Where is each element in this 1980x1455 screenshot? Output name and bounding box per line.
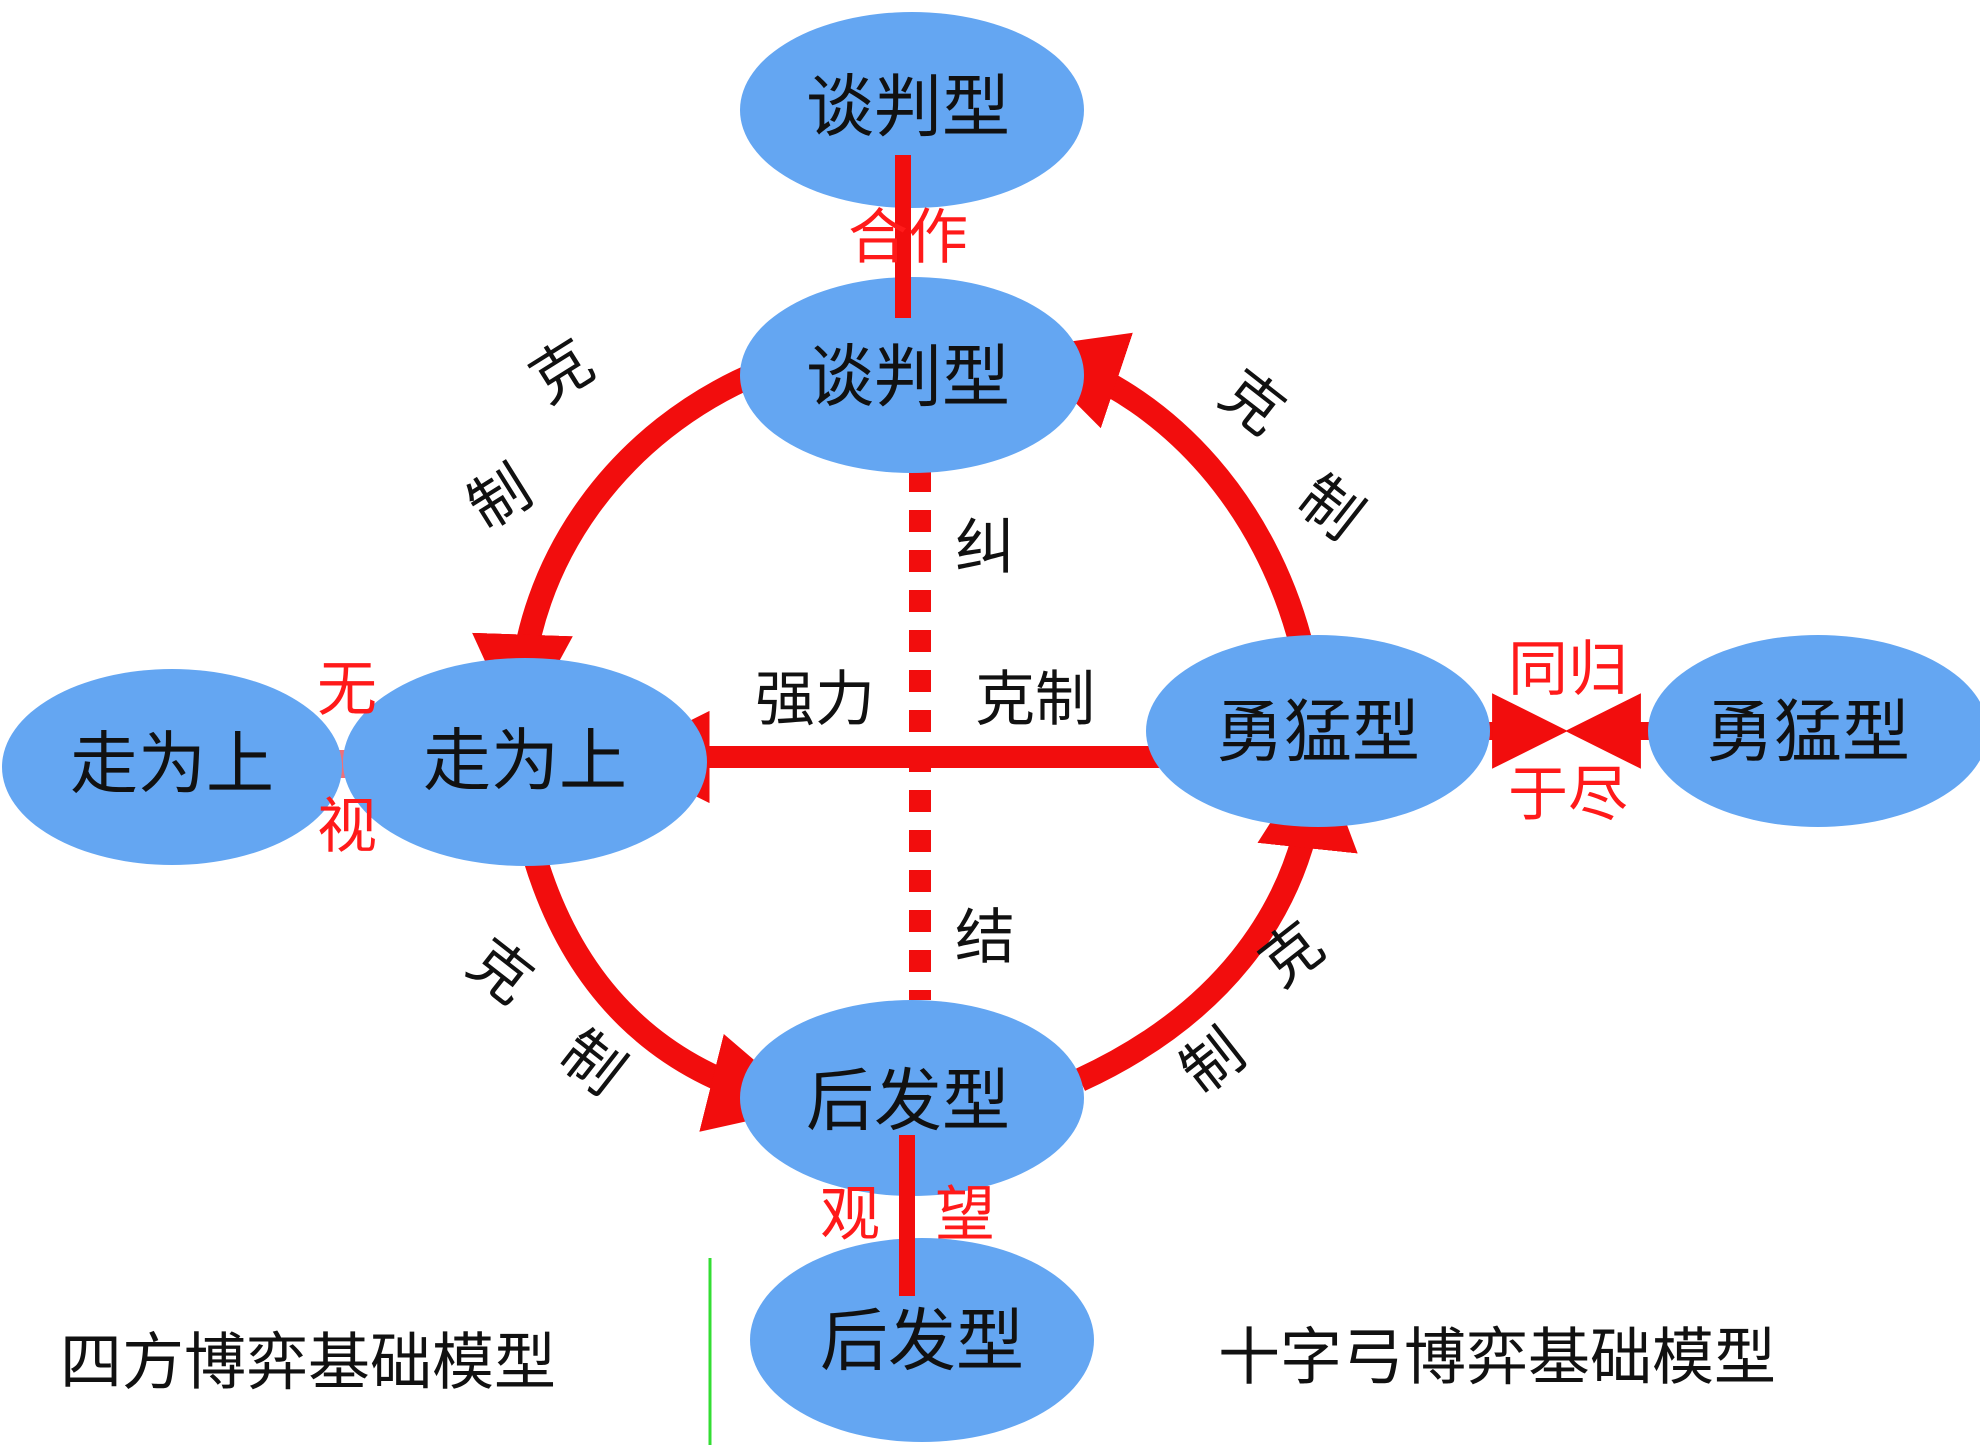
label-restrain-tl-2: 制 (456, 452, 544, 543)
label-restrain-bl-1: 克 (455, 926, 545, 1018)
node-brave-inner-label: 勇猛型 (1216, 694, 1420, 773)
label-watch-right: 望 (935, 1180, 995, 1250)
label-ignore-bottom: 视 (317, 792, 377, 862)
node-negotiate-outer (740, 12, 1084, 208)
label-cross-force: 强力 (755, 665, 875, 735)
node-negotiate-outer-label: 谈判型 (806, 69, 1010, 148)
arrow-negotiate-to-escape (472, 360, 765, 736)
label-restrain-bl-2: 制 (547, 1017, 637, 1109)
label-perish-together-top: 同归 (1508, 635, 1628, 705)
node-escape-inner (343, 658, 707, 866)
node-escape-inner-label: 走为上 (423, 723, 627, 802)
node-negotiate-inner-label: 谈判型 (806, 339, 1010, 418)
label-ignore-top: 无 (317, 655, 377, 725)
label-restrain-tr-1: 克 (1207, 357, 1297, 449)
label-watch-left: 观 (820, 1180, 880, 1250)
label-cross-restrain: 克制 (975, 665, 1095, 735)
node-brave-outer-label: 勇猛型 (1706, 694, 1910, 773)
arrow-latemover-to-brave (1074, 747, 1358, 1091)
arrow-brave-to-negotiate (1021, 332, 1312, 644)
caption-crossbow-model: 十字弓博弈基础模型 (1218, 1321, 1776, 1394)
node-brave-inner (1146, 635, 1490, 827)
label-perish-together-bottom: 于尽 (1508, 760, 1628, 830)
arrow-escape-to-latemover (523, 854, 810, 1132)
label-restrain-tr-2: 制 (1285, 462, 1375, 554)
node-latemover-outer-label: 后发型 (820, 1303, 1024, 1382)
label-cooperate: 合作 (848, 203, 968, 273)
label-entangle-top: 纠 (955, 513, 1015, 583)
node-escape-outer-label: 走为上 (70, 726, 274, 805)
caption-four-way-model: 四方博弈基础模型 (60, 1326, 556, 1399)
label-entangle-bottom: 结 (955, 903, 1015, 973)
node-escape-outer (2, 669, 342, 865)
node-negotiate-inner (740, 277, 1084, 473)
label-restrain-tl-1: 克 (518, 326, 606, 417)
node-latemover-outer (750, 1238, 1094, 1442)
node-latemover-inner-label: 后发型 (806, 1063, 1010, 1142)
node-brave-outer (1648, 635, 1980, 827)
node-latemover-inner (740, 1000, 1084, 1196)
